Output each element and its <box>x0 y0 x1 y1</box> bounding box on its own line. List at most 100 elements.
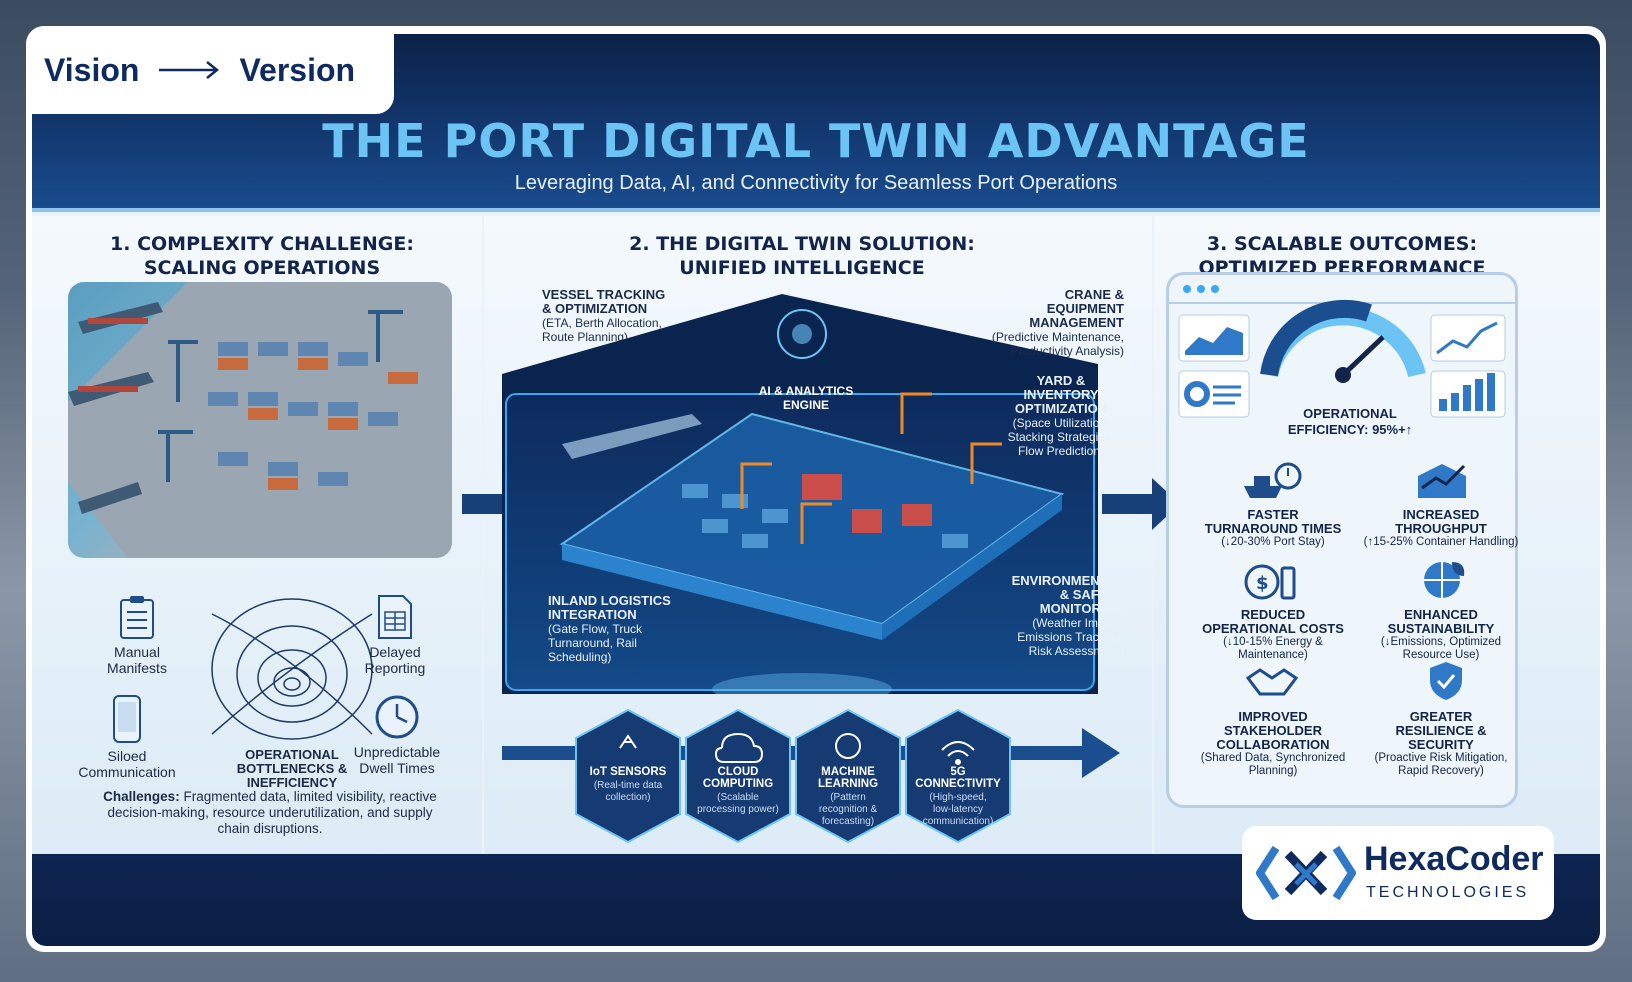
hexacoder-logo-icon <box>1256 845 1356 901</box>
vision-version-tab: Vision Version <box>26 26 394 114</box>
hexacoder-logo: HexaCoder TECHNOLOGIES <box>1242 826 1554 920</box>
manual-manifests-item: Manual Manifests <box>92 594 182 676</box>
outcome-title: OPERATIONAL COSTS <box>1202 621 1344 636</box>
infographic-frame: Vision Version THE PORT DIGITAL TWIN ADV… <box>26 26 1606 952</box>
outcome-title: THROUGHPUT <box>1395 521 1487 536</box>
vessel-title-1: VESSEL TRACKING <box>542 287 666 302</box>
crane-equipment-callout: CRANE & EQUIPMENT MANAGEMENT (Predictive… <box>988 287 1124 359</box>
globe-leaf-icon <box>1424 562 1465 598</box>
yard-title-2: INVENTORY <box>1023 387 1099 402</box>
delayed-label-2: Reporting <box>364 660 426 676</box>
outcome-title: SUSTAINABILITY <box>1387 621 1495 636</box>
bottleneck-label: OPERATIONAL BOTTLENECKS & INEFFICIENCY <box>202 748 382 790</box>
shield-check-icon <box>1430 662 1462 700</box>
digital-twin-board: AI & ANALYTICS ENGINE <box>502 294 1098 705</box>
outcome-costs: REDUCED OPERATIONAL COSTS (↓10-15% Energ… <box>1188 608 1358 662</box>
ai-engine-line2: ENGINE <box>782 398 829 412</box>
yard-desc-1: (Space Utilization, <box>1012 416 1110 430</box>
crane-desc-1: (Predictive Maintenance, <box>991 330 1124 344</box>
env-title-2: & SAFETY <box>1059 587 1124 602</box>
svg-text:$: $ <box>1256 573 1269 594</box>
unpredictable-dwell-item: Unpredictable Dwell Times <box>342 694 452 776</box>
machine-learning-hex: MACHINE LEARNING (Pattern recognition & … <box>800 766 896 828</box>
outcome-desc: (↓Emissions, Optimized <box>1380 636 1502 648</box>
section2-title: 2. THE DIGITAL TWIN SOLUTION: UNIFIED IN… <box>592 232 1012 280</box>
ship-stopwatch-icon <box>1244 462 1302 498</box>
vessel-desc-2: Route Planning) <box>542 330 629 344</box>
phone-icon <box>113 695 141 743</box>
dashboard-window <box>1166 272 1518 808</box>
unpredictable-label-1: Unpredictable <box>353 744 441 760</box>
outcome-throughput: INCREASED THROUGHPUT (↑15-25% Container … <box>1356 508 1526 549</box>
outcome-sustainability: ENHANCED SUSTAINABILITY (↓Emissions, Opt… <box>1356 608 1526 662</box>
poster-title: THE PORT DIGITAL TWIN ADVANTAGE <box>322 114 1310 168</box>
outcome-title: IMPROVED <box>1238 709 1308 724</box>
vessel-title-2: & OPTIMIZATION <box>542 301 648 316</box>
outcome-title: INCREASED <box>1402 507 1480 522</box>
outcome-title: FASTER <box>1247 507 1299 522</box>
outcome-desc: (↓20-30% Port Stay) <box>1221 536 1325 548</box>
digital-twin-visual <box>502 294 1098 705</box>
operational-efficiency: OPERATIONAL EFFICIENCY: 95%+↑ <box>1260 406 1440 438</box>
crane-title-1: CRANE & EQUIPMENT <box>1046 287 1124 316</box>
outcome-desc: Rapid Recovery) <box>1398 765 1484 777</box>
harbor-scene-image <box>68 282 452 558</box>
outcome-desc: Resource Use) <box>1402 649 1480 661</box>
5g-desc-3: communication) <box>922 816 994 827</box>
efficiency-line2: EFFICIENCY: 95%+↑ <box>1287 422 1413 437</box>
dashboard-widgets <box>1169 285 1515 418</box>
ai-engine-label: AI & ANALYTICS ENGINE <box>756 384 856 412</box>
inland-desc-3: Scheduling) <box>548 650 612 664</box>
ai-engine-line1: AI & ANALYTICS <box>758 384 854 398</box>
clipboard-icon <box>120 596 154 639</box>
env-desc-3: Risk Assessment) <box>1028 644 1124 658</box>
env-title-1: ENVIRONMENTAL <box>1011 573 1124 588</box>
env-title-3: MONITORING <box>1039 601 1124 616</box>
spreadsheet-icon <box>378 595 412 639</box>
inland-title-1: INLAND LOGISTICS <box>548 593 671 608</box>
crane-title-2: MANAGEMENT <box>1029 315 1124 330</box>
tab-version-label: Version <box>239 51 356 88</box>
outcome-title: RESILIENCE & <box>1395 723 1487 738</box>
yard-desc-2: Stacking Strategies, <box>1007 430 1115 444</box>
challenges-summary: Challenges: Fragmented data, limited vis… <box>90 789 450 837</box>
outcome-desc: (Proactive Risk Mitigation, <box>1374 752 1508 764</box>
outcome-title: STAKEHOLDER <box>1224 723 1322 738</box>
section1-title-line2: SCALING OPERATIONS <box>143 257 381 279</box>
delayed-label-1: Delayed <box>369 644 421 660</box>
outcome-title: REDUCED <box>1240 607 1306 622</box>
bottleneck-label-2: BOTTLENECKS & <box>236 761 348 776</box>
hexagon-shapes <box>575 708 1011 844</box>
iot-desc-2: collection) <box>605 792 651 803</box>
inland-desc-1: (Gate Flow, Truck <box>548 622 643 636</box>
yard-title-1: YARD & <box>1036 373 1086 388</box>
outcome-desc: (↑15-25% Container Handling) <box>1363 536 1519 548</box>
technology-hexagons: IoT SENSORS (Real-time data collection) … <box>572 706 1022 866</box>
cloud-desc-1: (Scalable <box>717 792 759 803</box>
section3-title-line1: 3. SCALABLE OUTCOMES: <box>1206 233 1478 255</box>
ml-desc-2: recognition & <box>818 804 878 815</box>
outcome-title: COLLABORATION <box>1216 737 1330 752</box>
environmental-safety-callout: ENVIRONMENTAL & SAFETY MONITORING (Weath… <box>998 573 1124 659</box>
section2-title-line1: 2. THE DIGITAL TWIN SOLUTION: <box>629 233 975 255</box>
iot-sensors-hex: IoT SENSORS (Real-time data collection) <box>580 766 676 804</box>
iot-title: IoT SENSORS <box>589 766 667 778</box>
delayed-reporting-item: Delayed Reporting <box>350 594 440 676</box>
outcome-collaboration: IMPROVED STAKEHOLDER COLLABORATION (Shar… <box>1188 710 1358 778</box>
manual-label-2: Manifests <box>107 660 167 676</box>
5g-desc-1: (High-speed, <box>929 792 987 803</box>
warehouse-growth-icon <box>1418 464 1466 498</box>
bottleneck-label-3: INEFFICIENCY <box>246 775 338 790</box>
5g-desc-2: low-latency <box>932 804 984 815</box>
bottleneck-label-1: OPERATIONAL <box>245 747 339 762</box>
inland-desc-2: Turnaround, Rail <box>548 636 637 650</box>
efficiency-line1: OPERATIONAL <box>1303 406 1397 421</box>
logo-name: HexaCoder <box>1364 840 1544 878</box>
env-desc-1: (Weather Impact, <box>1032 616 1124 630</box>
outcome-title: ENHANCED <box>1404 607 1478 622</box>
long-arrow-icon <box>159 61 220 79</box>
yard-desc-3: Flow Prediction) <box>1017 444 1105 458</box>
cloud-title: CLOUD COMPUTING <box>702 766 774 790</box>
handshake-icon <box>1246 668 1298 696</box>
inland-logistics-callout: INLAND LOGISTICS INTEGRATION (Gate Flow,… <box>548 593 671 665</box>
